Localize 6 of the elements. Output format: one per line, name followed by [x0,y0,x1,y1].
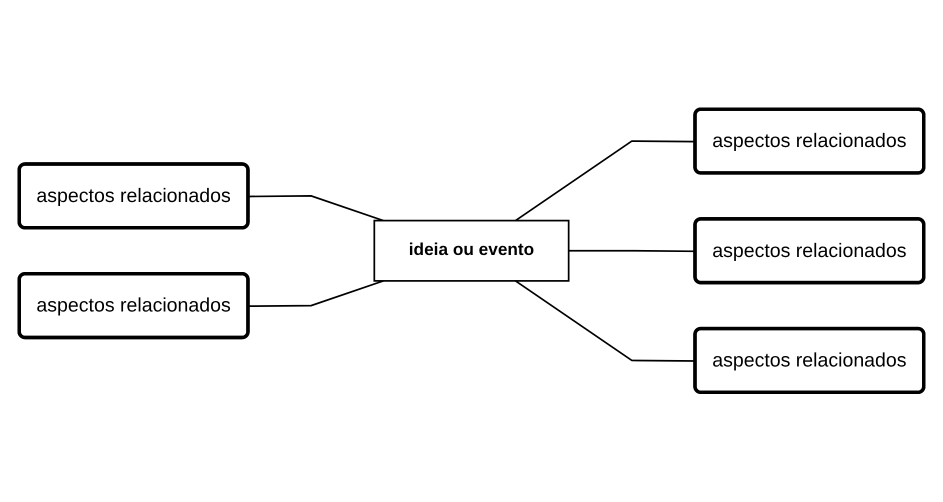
connector [515,140,696,222]
connector [515,280,696,362]
connector [568,250,696,252]
connector [248,195,384,222]
node-box: ideia ou evento [373,220,570,282]
connector [248,280,384,308]
